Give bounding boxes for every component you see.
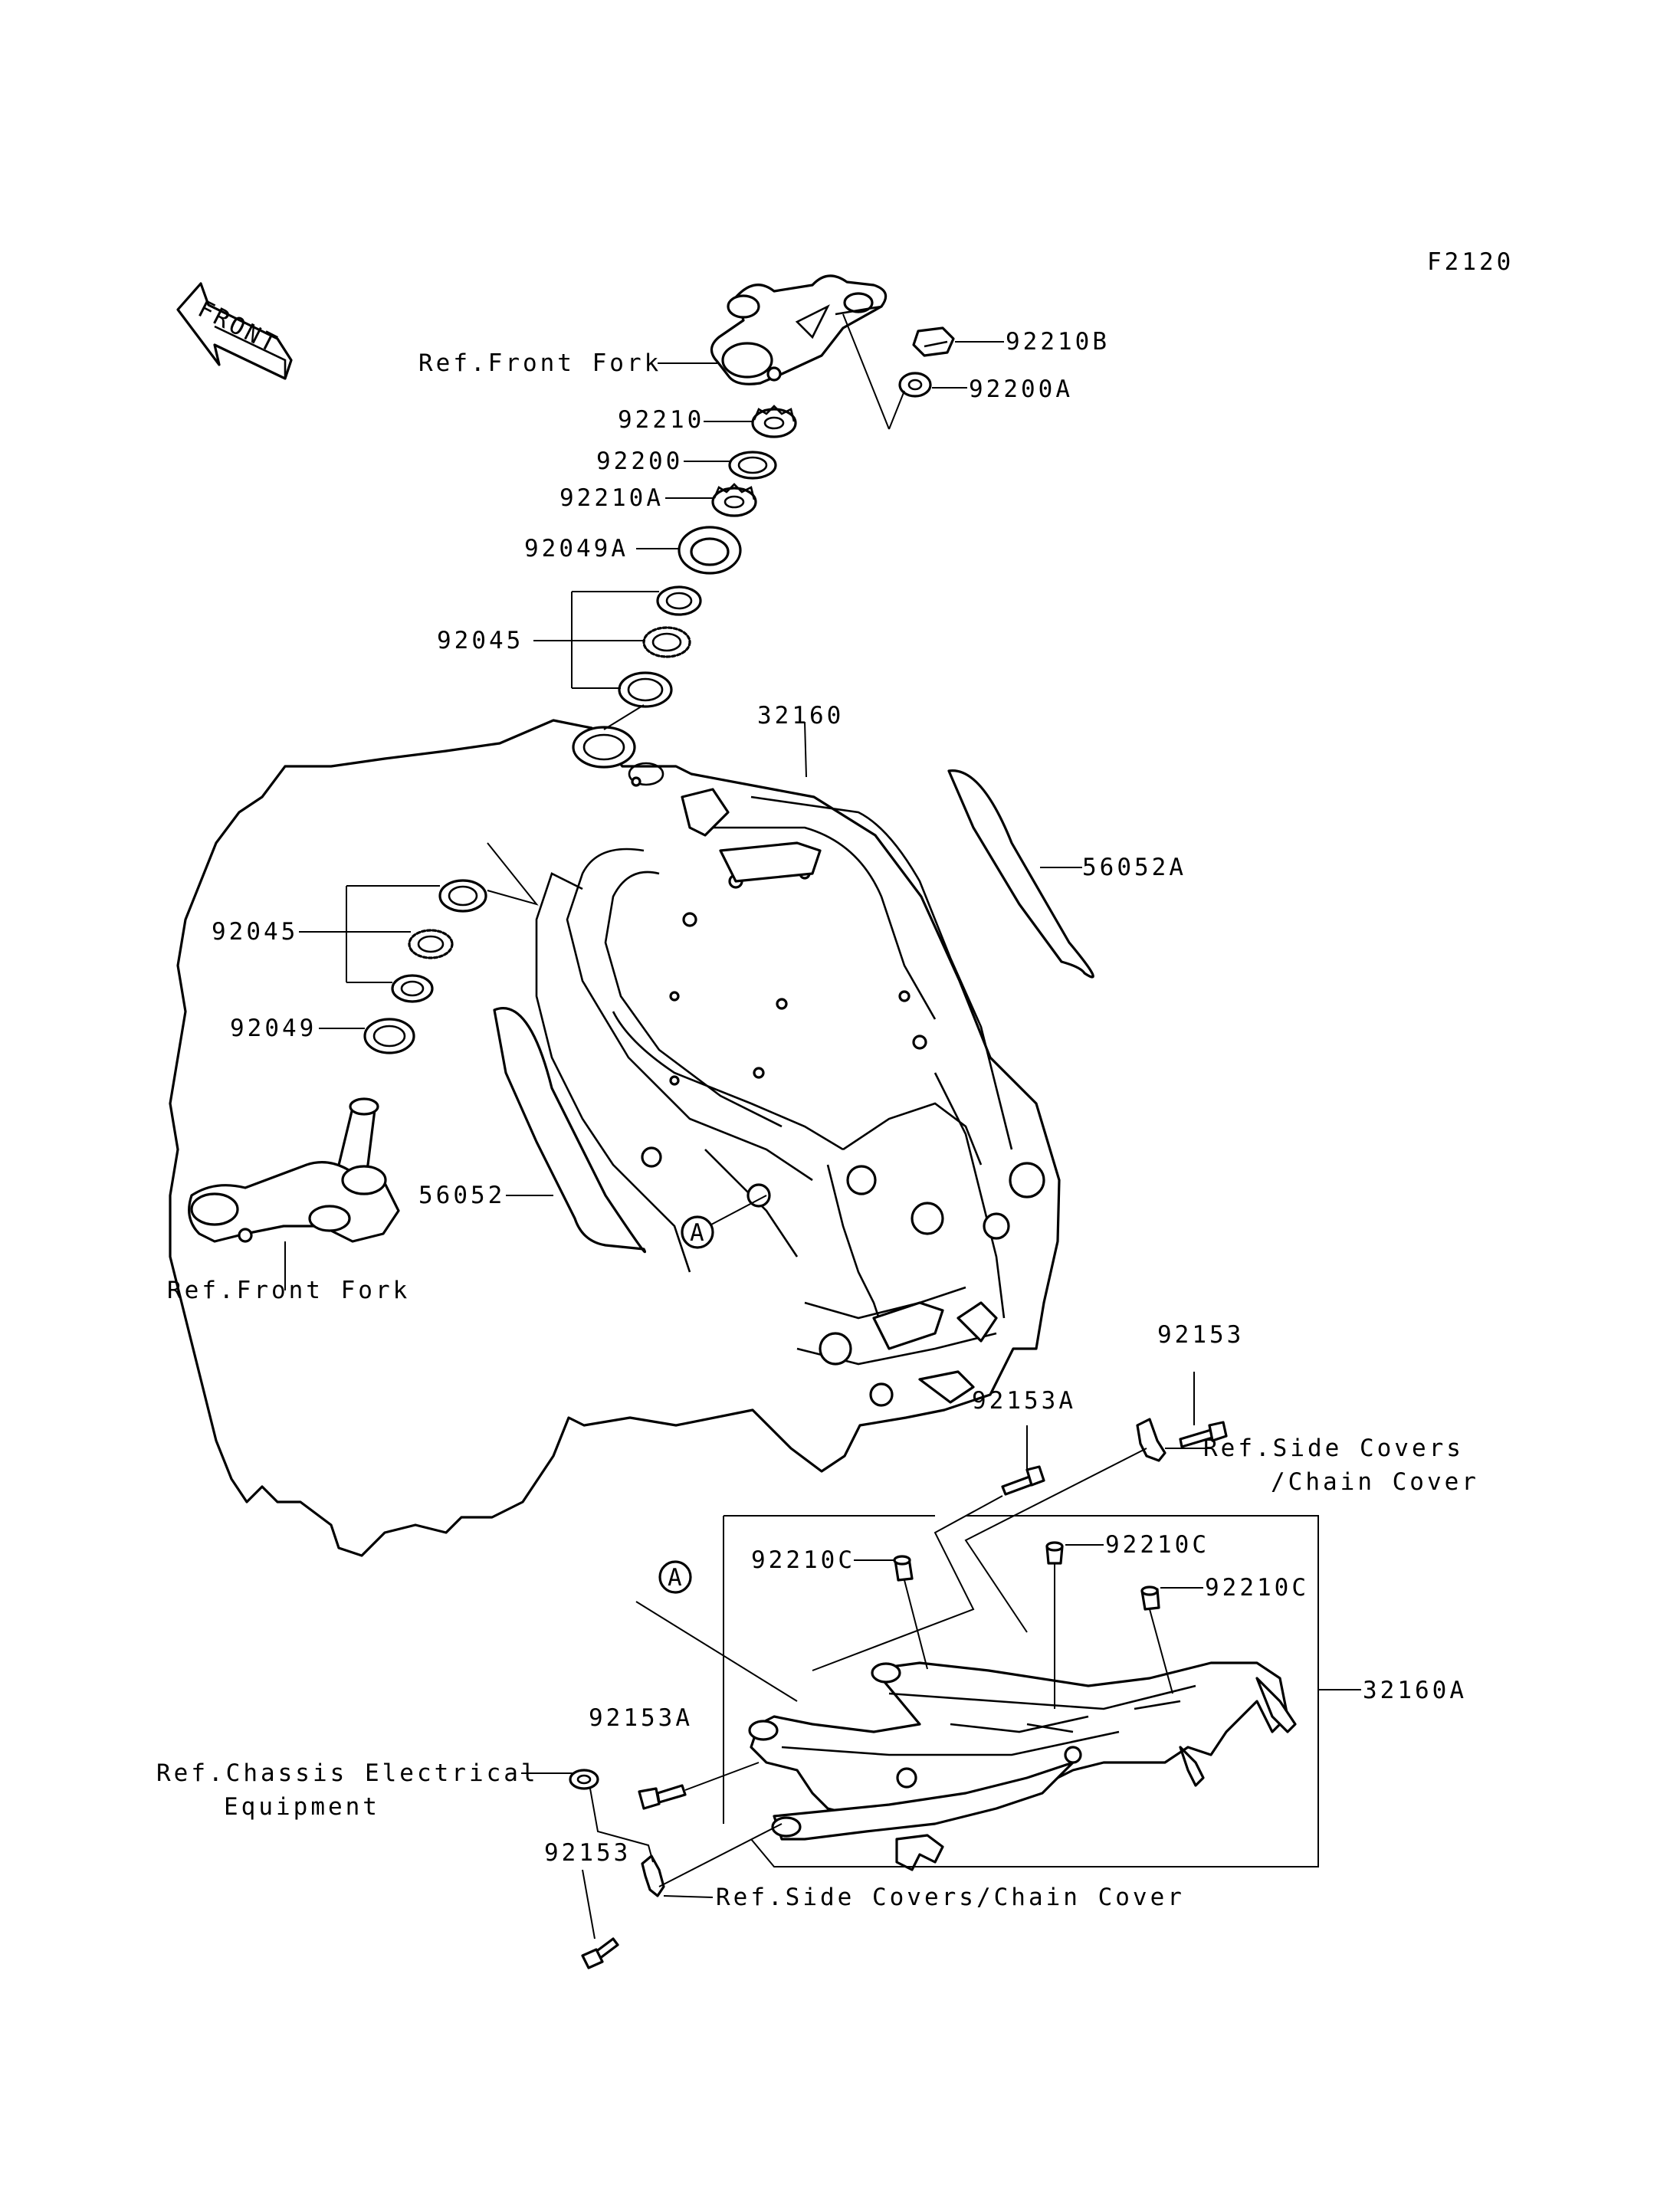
seal-92049 bbox=[363, 1018, 415, 1054]
label-ref-front-fork-top: Ref.Front Fork bbox=[418, 349, 661, 377]
seal-92049A bbox=[678, 526, 742, 575]
collar-92210C-right2 bbox=[1140, 1585, 1160, 1611]
label-92210C-left: 92210C bbox=[751, 1546, 855, 1574]
bolt-92153A-top bbox=[1001, 1465, 1045, 1496]
svg-text:A: A bbox=[668, 1564, 685, 1592]
label-ref-chassis-line1: Ref.Chassis Electrical bbox=[156, 1759, 539, 1787]
label-92153A-left: 92153A bbox=[589, 1704, 693, 1732]
figure-code: F2120 bbox=[1427, 248, 1514, 276]
bolt-92153-bottom bbox=[581, 1937, 619, 1969]
label-92210: 92210 bbox=[618, 406, 704, 434]
label-ref-chassis-line2: Equipment bbox=[224, 1793, 380, 1821]
clip-ref-side-covers-top bbox=[1136, 1418, 1166, 1462]
label-92153A-top: 92153A bbox=[972, 1387, 1076, 1415]
nut-92210 bbox=[751, 405, 797, 438]
svg-text:A: A bbox=[690, 1219, 707, 1247]
label-56052: 56052 bbox=[418, 1182, 505, 1209]
leader-lines bbox=[284, 313, 1361, 1940]
main-frame-32160 bbox=[169, 719, 1061, 1557]
washer-92200 bbox=[728, 451, 777, 480]
bolt-92153A-left bbox=[638, 1784, 687, 1810]
label-92045-mid: 92045 bbox=[212, 918, 298, 946]
label-32160: 32160 bbox=[757, 702, 844, 730]
label-92210C-right2: 92210C bbox=[1205, 1574, 1309, 1602]
lower-triple-clamp bbox=[188, 1097, 400, 1243]
label-ref-side-covers-line1: Ref.Side Covers bbox=[1203, 1435, 1464, 1462]
nut-92210A bbox=[711, 483, 757, 517]
label-92153-top: 92153 bbox=[1157, 1321, 1244, 1349]
rear-subframe-32160A bbox=[748, 1661, 1297, 1871]
callout-a-top: A bbox=[681, 1215, 714, 1249]
front-arrow-icon: FRONT bbox=[176, 282, 293, 380]
nut-92210B bbox=[912, 326, 955, 357]
upper-triple-clamp bbox=[710, 274, 888, 385]
collar-92210C-left bbox=[893, 1555, 914, 1582]
bearing-92045-mid bbox=[391, 879, 487, 1003]
collar-ref-chassis bbox=[569, 1769, 599, 1790]
label-92200A: 92200A bbox=[969, 375, 1073, 403]
label-92049: 92049 bbox=[230, 1015, 317, 1042]
label-92153-bottom: 92153 bbox=[544, 1839, 631, 1867]
label-92210B: 92210B bbox=[1006, 328, 1110, 356]
label-56052A: 56052A bbox=[1082, 854, 1186, 881]
callout-a-bottom: A bbox=[658, 1560, 692, 1594]
bolt-92153-top bbox=[1179, 1421, 1228, 1448]
label-ref-front-fork-bottom: Ref.Front Fork bbox=[167, 1277, 410, 1304]
label-ref-side-covers-bottom: Ref.Side Covers/Chain Cover bbox=[716, 1884, 1185, 1911]
label-ref-side-covers-line2: /Chain Cover bbox=[1271, 1468, 1479, 1496]
washer-92200A bbox=[898, 372, 932, 398]
bearing-92045-top bbox=[618, 585, 702, 708]
label-32160A: 32160A bbox=[1363, 1677, 1467, 1704]
label-92210C-right1: 92210C bbox=[1105, 1531, 1209, 1559]
collar-92210C-right1 bbox=[1045, 1541, 1064, 1565]
label-92200: 92200 bbox=[596, 448, 683, 475]
cover-56052 bbox=[493, 1007, 646, 1254]
label-92210A: 92210A bbox=[559, 484, 664, 512]
label-92049A: 92049A bbox=[524, 535, 628, 562]
cover-56052A bbox=[947, 769, 1094, 979]
label-92045-top: 92045 bbox=[437, 627, 523, 654]
